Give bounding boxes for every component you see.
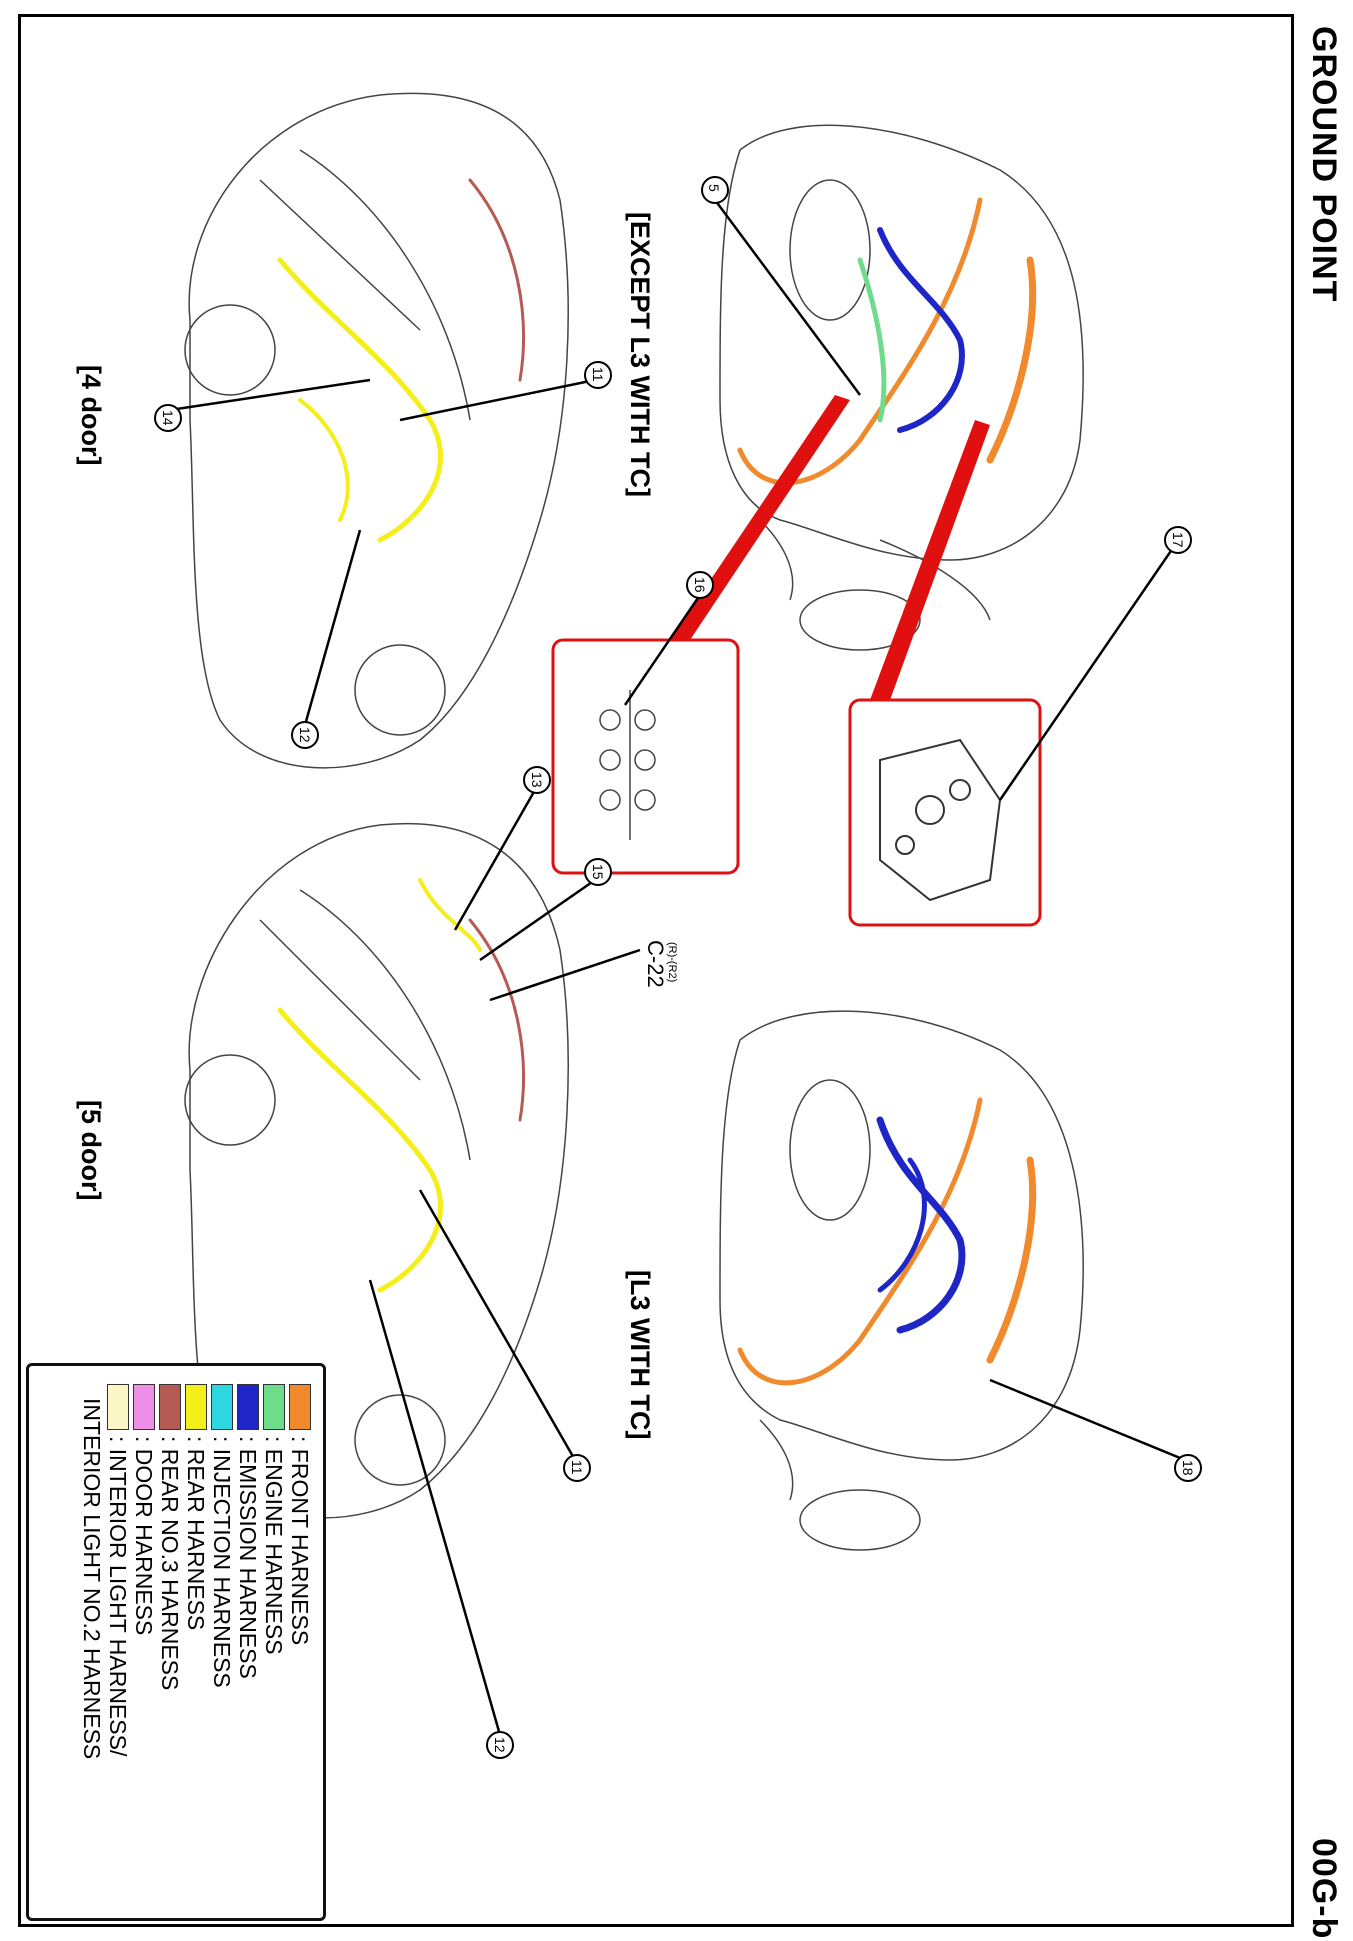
car-body-4-door xyxy=(184,92,569,769)
legend-swatch-emission xyxy=(237,1384,259,1430)
legend-swatch-door xyxy=(133,1384,155,1430)
callout-15: 15 xyxy=(590,864,606,880)
callout-13: 13 xyxy=(529,772,545,788)
engine-bay-drawing-except-l3 xyxy=(719,124,1084,651)
zoom-inset-16 xyxy=(551,395,850,875)
callout-12-bottom: 12 xyxy=(492,1737,508,1753)
engine-bay-drawing-l3 xyxy=(719,1010,1084,1551)
callout-11-top: 11 xyxy=(590,367,606,382)
callout-16: 16 xyxy=(692,577,708,593)
page-frame xyxy=(18,14,1294,1927)
callout-17: 17 xyxy=(1170,532,1186,548)
legend-swatch-rear xyxy=(185,1384,207,1430)
legend-swatch-injection xyxy=(211,1384,233,1430)
callout-5: 5 xyxy=(706,184,722,192)
legend-swatch-front xyxy=(289,1384,311,1430)
connector-label: C-22 xyxy=(643,940,668,988)
legend-item-interior-light-no2: INTERIOR LIGHT NO.2 HARNESS xyxy=(79,1398,105,1760)
legend-swatch-engine xyxy=(263,1384,285,1430)
legend-item-interior-light: : INTERIOR LIGHT HARNESS/ xyxy=(105,1384,131,1756)
legend-item-rear: : REAR HARNESS xyxy=(183,1384,209,1630)
callout-11-bottom: 11 xyxy=(569,1460,585,1475)
legend-swatch-interior-light xyxy=(107,1384,129,1430)
callout-14: 14 xyxy=(160,410,176,426)
legend-item-door: : DOOR HARNESS xyxy=(131,1384,157,1635)
legend-swatch-rear-no3 xyxy=(159,1384,181,1430)
callout-18: 18 xyxy=(1180,1460,1196,1476)
zoom-inset-17 xyxy=(848,420,1042,927)
legend-item-engine: : ENGINE HARNESS xyxy=(261,1384,287,1655)
legend-item-emission: : EMISSION HARNESS xyxy=(235,1384,261,1679)
callout-12-top: 12 xyxy=(297,727,313,743)
legend-item-rear-no3: : REAR NO.3 HARNESS xyxy=(157,1384,183,1690)
legend-item-injection: : INJECTION HARNESS xyxy=(209,1384,235,1688)
connector-sublabel: (R)-(R2) xyxy=(666,942,678,983)
legend-item-front: : FRONT HARNESS xyxy=(287,1384,313,1645)
harness-legend: : FRONT HARNESS : ENGINE HARNESS : EMISS… xyxy=(26,1363,326,1921)
